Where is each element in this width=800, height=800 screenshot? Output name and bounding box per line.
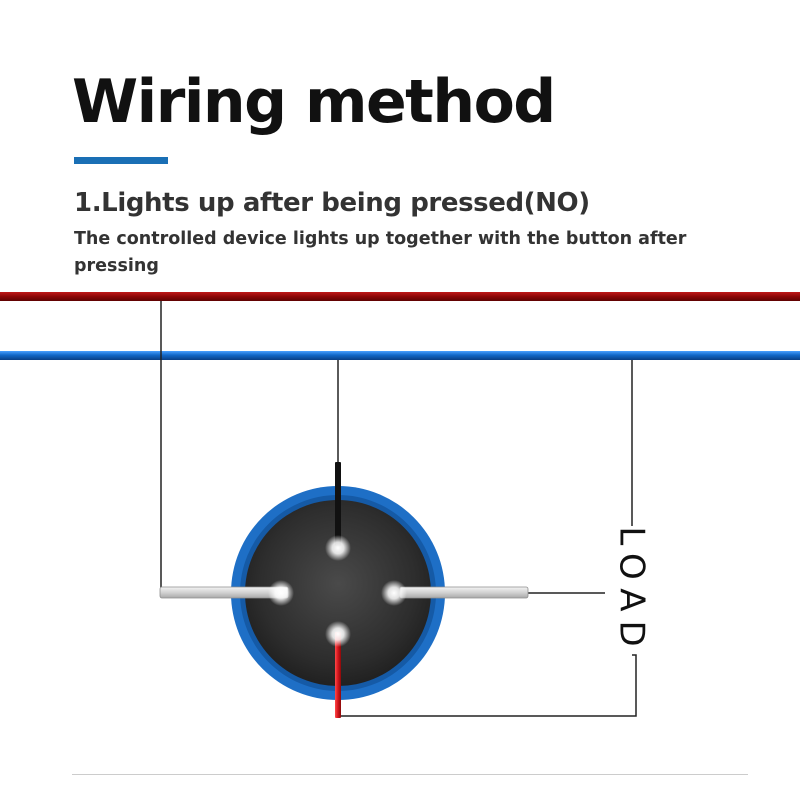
load-label-text: LOAD xyxy=(612,526,652,656)
bottom-pin-lead xyxy=(335,632,341,718)
wire-load-to-bottom-pin xyxy=(338,654,637,717)
right-pin-lead xyxy=(399,586,529,599)
right-pin-glow xyxy=(381,580,407,606)
title-accent-bar xyxy=(74,157,168,164)
left-pin-glow xyxy=(268,580,294,606)
bottom-divider xyxy=(72,774,748,775)
section-title: 1.Lights up after being pressed(NO) xyxy=(74,188,590,218)
load-label: LOAD xyxy=(612,526,652,656)
top-pin-lead xyxy=(335,462,341,546)
button-face xyxy=(245,500,431,686)
page-title: Wiring method xyxy=(72,67,556,137)
section-description: The controlled device lights up together… xyxy=(74,229,687,276)
bottom-pin-glow xyxy=(325,621,351,647)
top-pin-glow xyxy=(325,535,351,561)
live-wire-bus xyxy=(0,292,800,301)
neutral-wire-bus xyxy=(0,351,800,360)
